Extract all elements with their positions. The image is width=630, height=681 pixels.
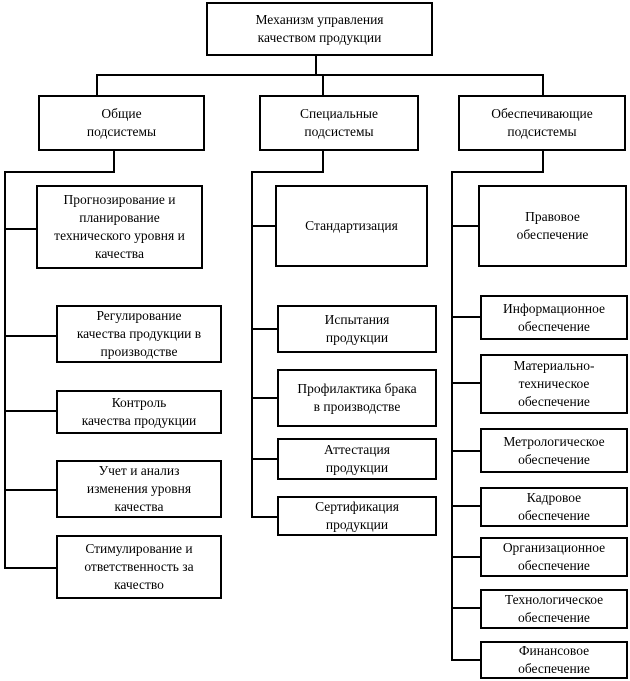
material-technical-support-box: Материально- техническое обеспечение <box>480 354 628 414</box>
connector <box>4 489 57 491</box>
item-label: Стимулирование и ответственность за каче… <box>84 541 194 592</box>
item-label: Кадровое обеспечение <box>518 490 590 523</box>
connector <box>451 450 481 452</box>
connector <box>4 228 37 230</box>
item-label: Информационное обеспечение <box>502 300 605 334</box>
item-label: Материально- техническое обеспечение <box>513 358 595 409</box>
item-label: Учет и анализ изменения уровня качества <box>86 463 192 514</box>
general-subsystems-box: Общие подсистемы <box>38 95 205 151</box>
legal-support-box: Правовое обеспечение <box>478 185 627 267</box>
organizational-support-box: Организационное обеспечение <box>480 537 628 577</box>
testing-box: Испытания продукции <box>277 305 437 353</box>
connector <box>251 458 278 460</box>
connector <box>251 225 276 227</box>
connector <box>251 328 278 330</box>
metrological-support-box: Метрологическое обеспечение <box>480 428 628 473</box>
item-label: Стандартизация <box>305 218 398 233</box>
connector <box>251 171 324 173</box>
connector <box>4 410 57 412</box>
connector <box>251 516 278 518</box>
item-label: Правовое обеспечение <box>516 209 589 242</box>
connector <box>251 171 253 518</box>
connector <box>4 171 6 569</box>
personnel-support-box: Кадровое обеспечение <box>480 487 628 527</box>
general-subsystems-label: Общие подсистемы <box>86 106 157 139</box>
connector <box>451 171 544 173</box>
supporting-subsystems-box: Обеспечивающие подсистемы <box>458 95 626 151</box>
connector <box>542 74 544 96</box>
technological-support-box: Технологическое обеспечение <box>480 589 628 629</box>
item-label: Контроль качества продукции <box>81 395 197 428</box>
attestation-box: Аттестация продукции <box>277 438 437 480</box>
connector <box>322 150 324 172</box>
connector <box>451 505 481 507</box>
connector <box>315 55 317 75</box>
item-label: Испытания продукции <box>324 312 390 345</box>
connector <box>451 556 481 558</box>
connector <box>451 659 481 661</box>
item-label: Технологическое обеспечение <box>504 592 604 625</box>
special-subsystems-label: Специальные подсистемы <box>300 106 378 139</box>
connector <box>4 567 57 569</box>
control-box: Контроль качества продукции <box>56 390 222 434</box>
root-box: Механизм управления качеством продукции <box>206 2 433 56</box>
forecasting-planning-box: Прогнозирование и планирование техническ… <box>36 185 203 269</box>
item-label: Регулирование качества продукции в произ… <box>76 308 202 359</box>
item-label: Финансовое обеспечение <box>518 643 590 676</box>
regulation-box: Регулирование качества продукции в произ… <box>56 305 222 363</box>
item-label: Профилактика брака в производстве <box>297 381 417 414</box>
connector <box>4 335 57 337</box>
connector <box>451 225 479 227</box>
connector <box>113 150 115 172</box>
defect-prevention-box: Профилактика брака в производстве <box>277 369 437 427</box>
item-label: Аттестация продукции <box>324 442 390 475</box>
certification-box: Сертификация продукции <box>277 496 437 536</box>
connector <box>542 150 544 172</box>
connector <box>451 316 481 318</box>
information-support-box: Информационное обеспечение <box>480 295 628 340</box>
connector <box>451 607 481 609</box>
special-subsystems-box: Специальные подсистемы <box>259 95 419 151</box>
item-label: Сертификация продукции <box>315 499 399 532</box>
root-label: Механизм управления качеством продукции <box>255 12 384 45</box>
accounting-analysis-box: Учет и анализ изменения уровня качества <box>56 460 222 518</box>
connector <box>451 382 481 384</box>
connector <box>251 397 278 399</box>
item-label: Метрологическое обеспечение <box>503 433 605 467</box>
stimulation-box: Стимулирование и ответственность за каче… <box>56 535 222 599</box>
connector <box>451 171 453 661</box>
supporting-subsystems-label: Обеспечивающие подсистемы <box>491 106 593 139</box>
standardization-box: Стандартизация <box>275 185 428 267</box>
connector <box>322 74 324 96</box>
connector <box>4 171 115 173</box>
financial-support-box: Финансовое обеспечение <box>480 641 628 679</box>
connector <box>96 74 98 96</box>
item-label: Прогнозирование и планирование техническ… <box>54 192 185 261</box>
connector <box>96 74 544 76</box>
item-label: Организационное обеспечение <box>502 540 606 573</box>
